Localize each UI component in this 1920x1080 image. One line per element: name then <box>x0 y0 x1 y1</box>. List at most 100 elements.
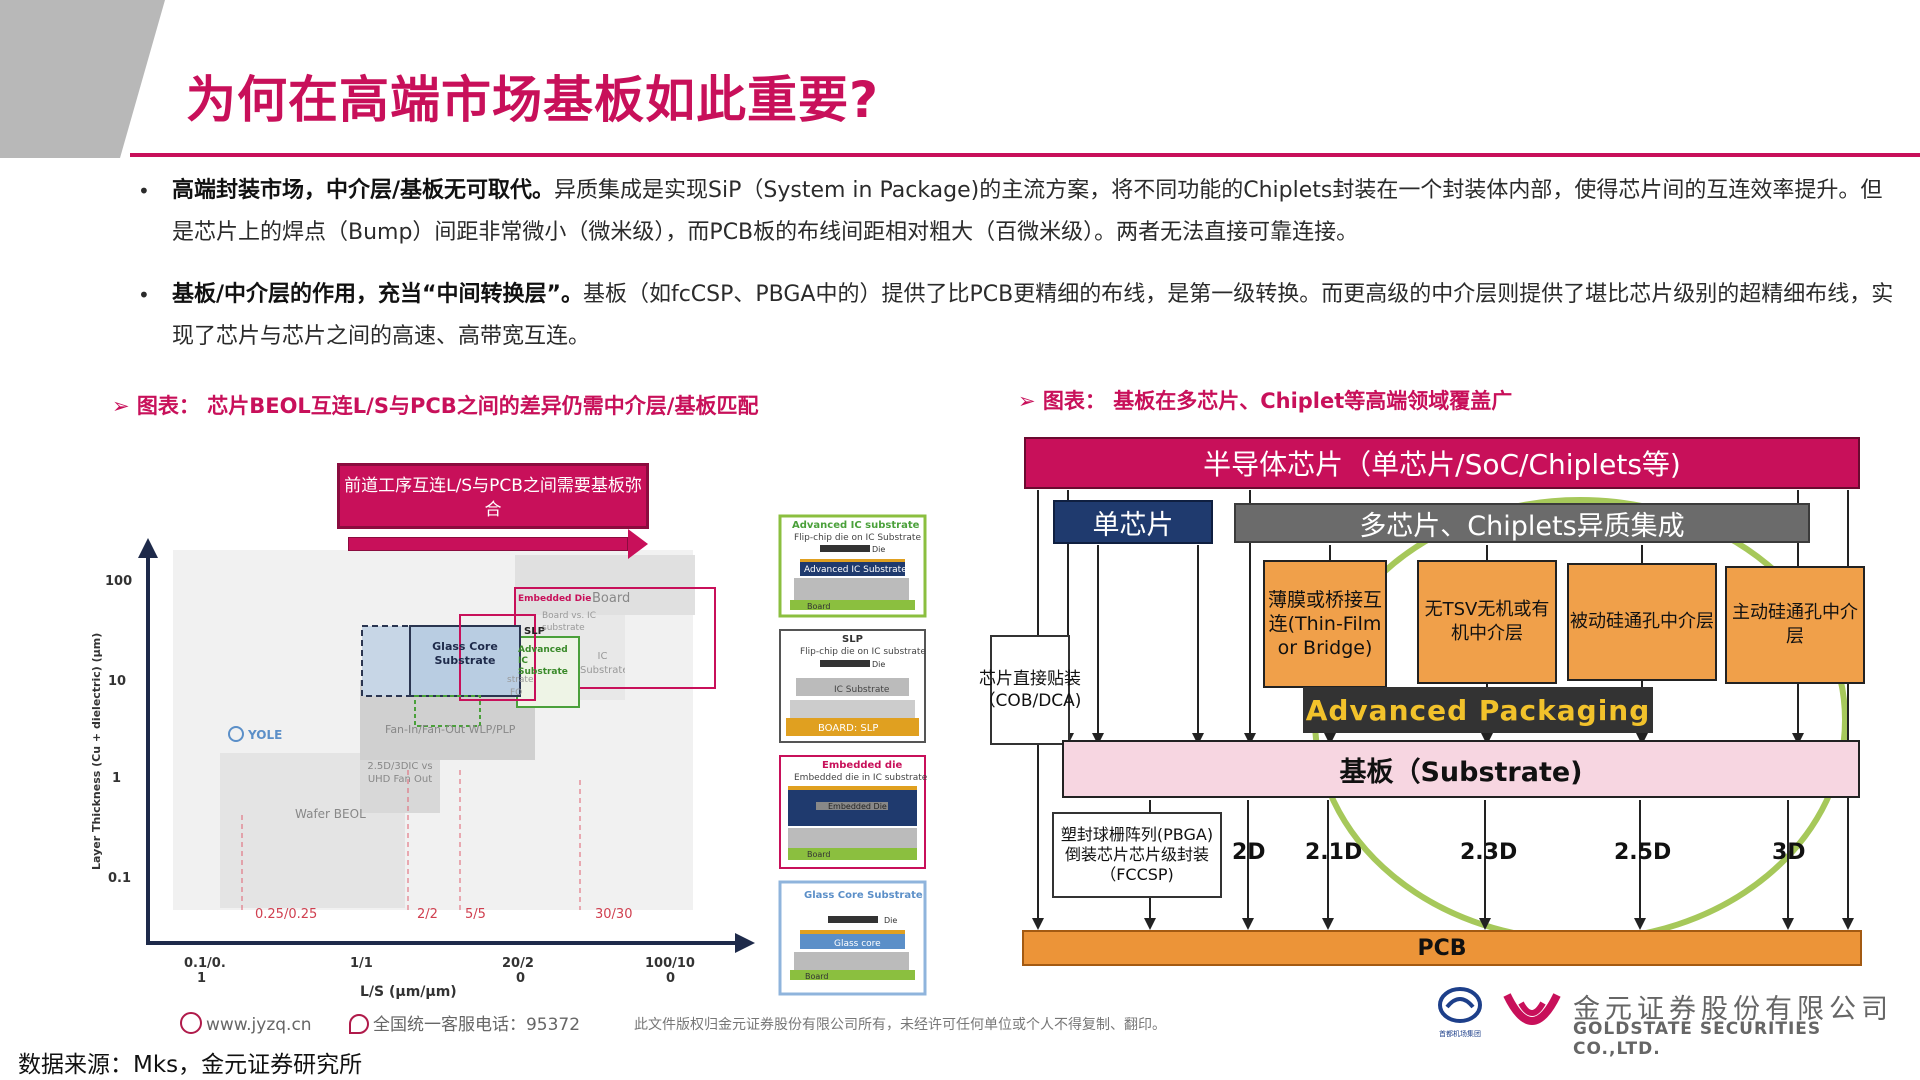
footer-hotline: 全国统一客服电话：95372 <box>372 1015 581 1035</box>
label-glass-core: Glass Core Substrate <box>432 640 498 667</box>
x-axis-label: L/S (μm/μm) <box>360 984 457 1000</box>
ls-label: 30/30 <box>595 907 632 922</box>
label-fanin: Fan-In/Fan-Out WLP/PLP <box>385 723 516 736</box>
bullet-list: 高端封装市场，中介层/基板无可取代。异质集成是实现SiP（System in P… <box>138 170 1898 378</box>
package-thumb-adv-ic: Advanced IC substrate Flip-chip die on I… <box>778 514 927 618</box>
company-name-cn: 金元证券股份有限公司 <box>1573 994 1893 1025</box>
package-die: Embedded Die <box>828 802 887 811</box>
package-mid: Advanced IC Substrate <box>804 565 907 575</box>
bullet-item: 高端封装市场，中介层/基板无可取代。异质集成是实现SiP（System in P… <box>138 170 1898 254</box>
y-tick: 100 <box>105 574 132 589</box>
dim-label-3d: 3D <box>1772 840 1806 865</box>
label-wafer-beol: Wafer BEOL <box>295 807 366 821</box>
dim-label-2-1d: 2.1D <box>1305 840 1363 865</box>
footer-website[interactable]: www.jyzq.cn <box>206 1015 312 1035</box>
active-tsv-interposer-box: 主动硅通孔中介层 <box>1725 566 1865 684</box>
package-mid: Glass core <box>834 939 881 949</box>
dim-label-2-5d: 2.5D <box>1614 840 1672 865</box>
x-tick: 1 <box>197 971 206 986</box>
region-board-bg <box>515 555 695 615</box>
region-adv-ic <box>516 636 580 708</box>
x-tick: 20/2 <box>502 956 534 971</box>
x-tick: 1/1 <box>350 956 373 971</box>
callout-arrow <box>348 537 628 551</box>
figure-footer: www.jyzq.cn 全国统一客服电话：95372 <box>180 1010 612 1035</box>
bullet-item: 基板/中介层的作用，充当“中间转换层”。基板（如fcCSP、PBGA中的）提供了… <box>138 274 1898 358</box>
title-rule <box>130 153 1920 157</box>
substrate-box: 基板（Substrate) <box>1062 740 1860 798</box>
label-adv-ic: Advanced IC Substrate <box>518 645 568 675</box>
label-substrate-frag: strate <box>507 675 534 685</box>
package-sub: Embedded die in IC substrate <box>794 773 928 783</box>
globe-icon <box>180 1012 202 1034</box>
ls-label: 0.25/0.25 <box>255 907 317 922</box>
copyright-notice: 此文件版权归金元证券股份有限公司所有，未经许可任何单位或个人不得复制、翻印。 <box>634 1017 1166 1033</box>
multi-chip-box: 多芯片、Chiplets异质集成 <box>1234 503 1810 543</box>
x-tick: 0.1/0. <box>184 956 226 971</box>
pcb-box: PCB <box>1022 930 1862 966</box>
airport-logo-icon <box>1438 987 1482 1023</box>
label-embedded: Embedded Die <box>518 594 591 604</box>
y-tick: 0.1 <box>108 871 131 886</box>
bullet-lead: 基板/中介层的作用，充当“中间转换层”。 <box>172 282 583 307</box>
y-axis-arrow <box>138 538 158 558</box>
package-title: Embedded die <box>822 760 903 771</box>
label-board: Board <box>592 591 630 606</box>
header-wedge <box>0 0 165 158</box>
package-die: Die <box>872 545 885 554</box>
y-axis-label: Layer Thickness (Cu + dielectric) (μm) <box>90 633 103 870</box>
goldstate-logo-icon <box>1503 993 1561 1025</box>
label-uhd: 2.5D/3DIC vs UHD Fan Out <box>367 761 433 785</box>
package-title: Glass Core Substrate <box>804 890 923 901</box>
caption-left: ➢ 图表： 芯片BEOL互连L/S与PCB之间的差异仍需中介层/基板匹配 <box>112 394 759 418</box>
package-title: SLP <box>842 634 863 645</box>
bullet-text: 基板（如fcCSP、PBGA中的）提供了比PCB更精细的布线，是第一级转换。而更… <box>172 282 1894 349</box>
callout-box: 前道工序互连L/S与PCB之间需要基板弥合 <box>337 463 649 529</box>
package-die: Die <box>884 916 897 925</box>
left-figure: Layer Thickness (Cu + dielectric) (μm) 1… <box>80 440 970 1035</box>
advanced-packaging-box: Advanced Packaging <box>1303 687 1653 733</box>
ls-label: 5/5 <box>465 907 486 922</box>
single-chip-box: 单芯片 <box>1053 500 1213 544</box>
package-thumb-glass: Glass Core Substrate Die Glass core Boar… <box>778 880 927 996</box>
package-thumb-slp: SLP Flip-chip die on IC substrate Die IC… <box>779 629 926 743</box>
y-tick: 1 <box>112 771 121 786</box>
region-glass-core-inner <box>409 625 521 697</box>
dim-label-2d: 2D <box>1232 840 1266 865</box>
package-base: Board <box>807 850 831 859</box>
phone-icon <box>348 1014 369 1034</box>
dim-label-2-3d: 2.3D <box>1460 840 1518 865</box>
package-title: Advanced IC substrate <box>792 520 920 531</box>
company-name-en: GOLDSTATE SECURITIES CO.,LTD. <box>1573 1019 1822 1059</box>
y-tick: 10 <box>108 674 126 689</box>
ls-label: 2/2 <box>417 907 438 922</box>
label-board-vs-ic: Board vs. IC substrate <box>542 611 596 633</box>
pbga-fccsp-box: 塑封球栅阵列(PBGA)倒装芯片芯片级封装（FCCSP) <box>1052 812 1222 898</box>
semiconductor-chip-box: 半导体芯片（单芯片/SoC/Chiplets等) <box>1024 437 1860 489</box>
package-die: Die <box>872 660 885 669</box>
arrow-right-icon <box>628 529 648 559</box>
passive-tsv-interposer-box: 被动硅通孔中介层 <box>1567 563 1717 681</box>
right-figure: 半导体芯片（单芯片/SoC/Chiplets等) 单芯片 多芯片、Chiplet… <box>979 430 1880 990</box>
x-tick: 100/10 <box>645 956 695 971</box>
x-tick: 0 <box>666 971 675 986</box>
airport-name: 首都机场集团 <box>1439 1030 1481 1038</box>
x-tick: 0 <box>516 971 525 986</box>
label-ic-substrate: IC Substrate <box>580 651 625 676</box>
label-fo-frag: FO <box>510 688 522 698</box>
package-thumb-embedded: Embedded die Embedded die in IC substrat… <box>779 755 928 869</box>
region-slp <box>459 614 536 701</box>
package-sub: Flip-chip die on IC substrate <box>800 647 926 657</box>
label-slp: SLP <box>524 626 545 637</box>
package-base: BOARD: SLP <box>818 723 878 734</box>
package-mid: IC Substrate <box>834 685 890 695</box>
yole-logo: YOLE <box>247 728 282 742</box>
yole-logo-icon <box>228 726 244 742</box>
page-title: 为何在高端市场基板如此重要? <box>186 71 880 129</box>
company-logo-area: 首都机场集团 金元证券股份有限公司 GOLDSTATE SECURITIES C… <box>1425 985 1905 1059</box>
package-base: Board <box>807 602 831 611</box>
cob-dca-box: 芯片直接贴装（COB/DCA) <box>979 635 1081 745</box>
no-tsv-interposer-box: 无TSV无机或有机中介层 <box>1417 560 1557 684</box>
thin-film-bridge-box: 薄膜或桥接互连(Thin-Film or Bridge) <box>1263 560 1387 688</box>
